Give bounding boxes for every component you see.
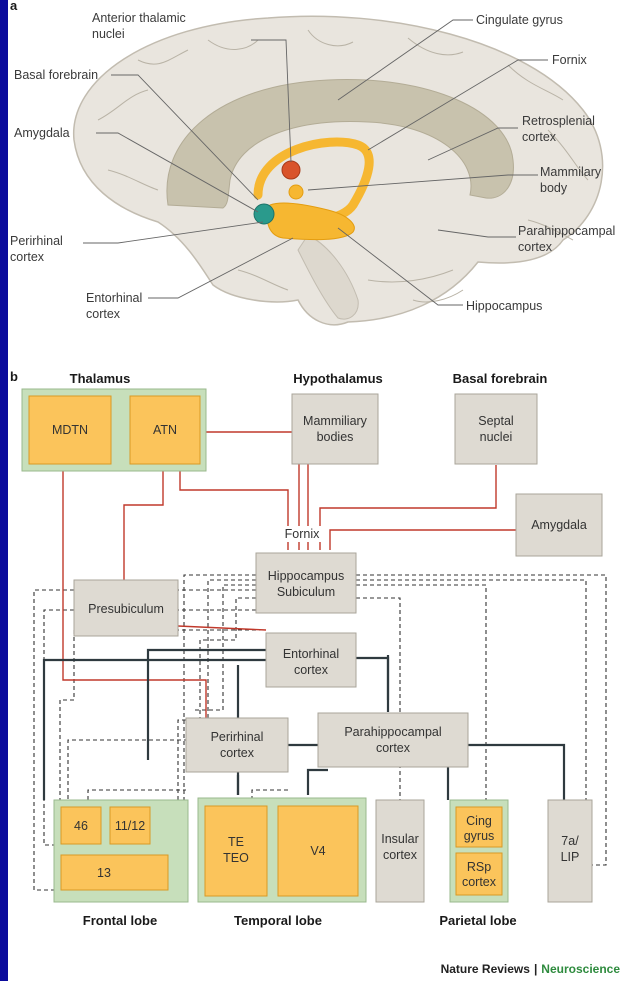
label-frontal-lobe: Frontal lobe xyxy=(83,913,157,928)
anterior-thalamic-nuclei-shape xyxy=(281,160,301,180)
label-perirhinal-line1: Perirhinal xyxy=(10,234,63,248)
box-7a-lip xyxy=(547,799,593,903)
panel-a-labels: a Anterior thalamic nuclei Basal forebra… xyxy=(10,0,615,321)
label-cingulate-gyrus: Cingulate gyrus xyxy=(476,13,563,27)
label-mammillary-line2: body xyxy=(540,181,568,195)
figure-panel: a Anterior thalamic nuclei Basal forebra… xyxy=(8,0,626,981)
box-cing-gyrus xyxy=(455,806,503,848)
header-thalamus: Thalamus xyxy=(70,371,131,386)
credit-separator: | xyxy=(534,962,537,976)
amygdala-shape xyxy=(253,203,275,225)
box-amygdala-label: Amygdala xyxy=(531,518,587,532)
fornix-label: Fornix xyxy=(285,527,320,541)
label-fornix: Fornix xyxy=(552,53,587,67)
panel-b-letter: b xyxy=(10,369,18,384)
label-anterior-thalamic-line2: nuclei xyxy=(92,27,125,41)
box-entorhinal-line2: cortex xyxy=(294,663,329,677)
box-hippocampus-subiculum xyxy=(255,552,357,614)
box-mammillary-bodies xyxy=(291,393,379,465)
box-mdtn xyxy=(28,395,112,465)
box-presubiculum xyxy=(73,579,179,637)
box-te-line1: TE xyxy=(228,835,244,849)
box-v4 xyxy=(277,805,359,897)
frontal-lobe-group: 46 11/12 13 xyxy=(53,799,189,903)
box-septal-nuclei xyxy=(454,393,538,465)
box-mammillary-line2: bodies xyxy=(317,430,354,444)
box-rsp-cortex xyxy=(455,852,503,896)
figure-svg: a Anterior thalamic nuclei Basal forebra… xyxy=(10,0,621,976)
box-parahippocampal-line2: cortex xyxy=(376,741,411,755)
box-mdtn-label: MDTN xyxy=(52,423,88,437)
dashed-connections xyxy=(33,574,607,891)
box-entorhinal-cortex xyxy=(265,632,357,688)
box-area-11-12-label: 11/12 xyxy=(115,819,145,833)
box-atn-label: ATN xyxy=(153,423,177,437)
box-presubiculum-label: Presubiculum xyxy=(88,602,164,616)
box-insular-line2: cortex xyxy=(383,848,418,862)
label-entorhinal-line2: cortex xyxy=(86,307,121,321)
box-hippocampus-line2: Subiculum xyxy=(277,585,335,599)
brainstem xyxy=(297,234,359,320)
box-amygdala xyxy=(515,493,603,557)
panel-a-leaders xyxy=(83,19,548,306)
box-area-13-label: 13 xyxy=(97,866,111,880)
box-perirhinal-cortex xyxy=(185,717,289,773)
box-perirhinal-line2: cortex xyxy=(220,746,255,760)
label-entorhinal-line1: Entorhinal xyxy=(86,291,142,305)
svg-text:Nature Reviews|Neuroscience: Nature Reviews| Neuroscience xyxy=(441,962,621,976)
box-7a-line1: 7a/ xyxy=(561,834,579,848)
box-area-46 xyxy=(60,806,102,845)
box-mammillary-line1: Mammiliary xyxy=(303,414,368,428)
label-amygdala: Amygdala xyxy=(14,126,70,140)
parietal-lobe-group: Cing gyrus RSp cortex xyxy=(449,799,509,903)
panel-a-letter: a xyxy=(10,0,18,13)
hippocampus-shape xyxy=(266,202,355,241)
box-entorhinal-line1: Entorhinal xyxy=(283,647,339,661)
box-hippocampus-line1: Hippocampus xyxy=(268,569,344,583)
label-temporal-lobe: Temporal lobe xyxy=(234,913,322,928)
label-anterior-thalamic-line1: Anterior thalamic xyxy=(92,11,186,25)
credit-section: Neuroscience xyxy=(541,962,620,976)
credit-journal: Nature Reviews xyxy=(441,962,531,976)
box-parahippocampal-line1: Parahippocampal xyxy=(344,725,441,739)
brain-outline xyxy=(73,15,604,326)
label-mammillary-line1: Mammilary xyxy=(540,165,602,179)
box-te-line2: TEO xyxy=(223,851,249,865)
box-septal-line1: Septal xyxy=(478,414,513,428)
label-parahippocampal-line1: Parahippocampal xyxy=(518,224,615,238)
brain-illustration xyxy=(73,15,604,326)
box-atn xyxy=(129,395,201,465)
box-v4-label: V4 xyxy=(310,844,325,858)
journal-credit: Nature Reviews| Neuroscience xyxy=(441,962,621,976)
box-insular-line1: Insular xyxy=(381,832,419,846)
temporal-lobe-group: TE TEO V4 xyxy=(197,797,367,903)
label-retrosplenial-line2: cortex xyxy=(522,130,557,144)
sulci-lines xyxy=(97,29,589,303)
box-perirhinal-line1: Perirhinal xyxy=(211,730,264,744)
mammillary-body-shape xyxy=(288,184,304,200)
label-hippocampus: Hippocampus xyxy=(466,299,542,313)
box-septal-line2: nuclei xyxy=(480,430,513,444)
thalamus-group: MDTN ATN xyxy=(21,388,207,472)
box-area-11-12 xyxy=(109,806,151,845)
box-te-teo xyxy=(204,805,268,897)
header-basal-forebrain: Basal forebrain xyxy=(453,371,548,386)
solid-connections xyxy=(42,648,566,800)
box-rsp-line2: cortex xyxy=(462,875,497,889)
box-rsp-line1: RSp xyxy=(467,860,491,874)
label-perirhinal-line2: cortex xyxy=(10,250,45,264)
box-cing-line2: gyrus xyxy=(464,829,495,843)
header-hypothalamus: Hypothalamus xyxy=(293,371,383,386)
box-cing-line1: Cing xyxy=(466,814,492,828)
label-basal-forebrain: Basal forebrain xyxy=(14,68,98,82)
box-area-13 xyxy=(60,854,169,891)
label-parahippocampal-line2: cortex xyxy=(518,240,553,254)
box-7a-line2: LIP xyxy=(561,850,580,864)
box-area-46-label: 46 xyxy=(74,819,88,833)
label-parietal-lobe: Parietal lobe xyxy=(439,913,516,928)
label-retrosplenial-line1: Retrosplenial xyxy=(522,114,595,128)
box-parahippocampal-cortex xyxy=(317,712,469,768)
box-insular-cortex xyxy=(375,799,425,903)
cingulate-gyrus xyxy=(166,79,514,209)
